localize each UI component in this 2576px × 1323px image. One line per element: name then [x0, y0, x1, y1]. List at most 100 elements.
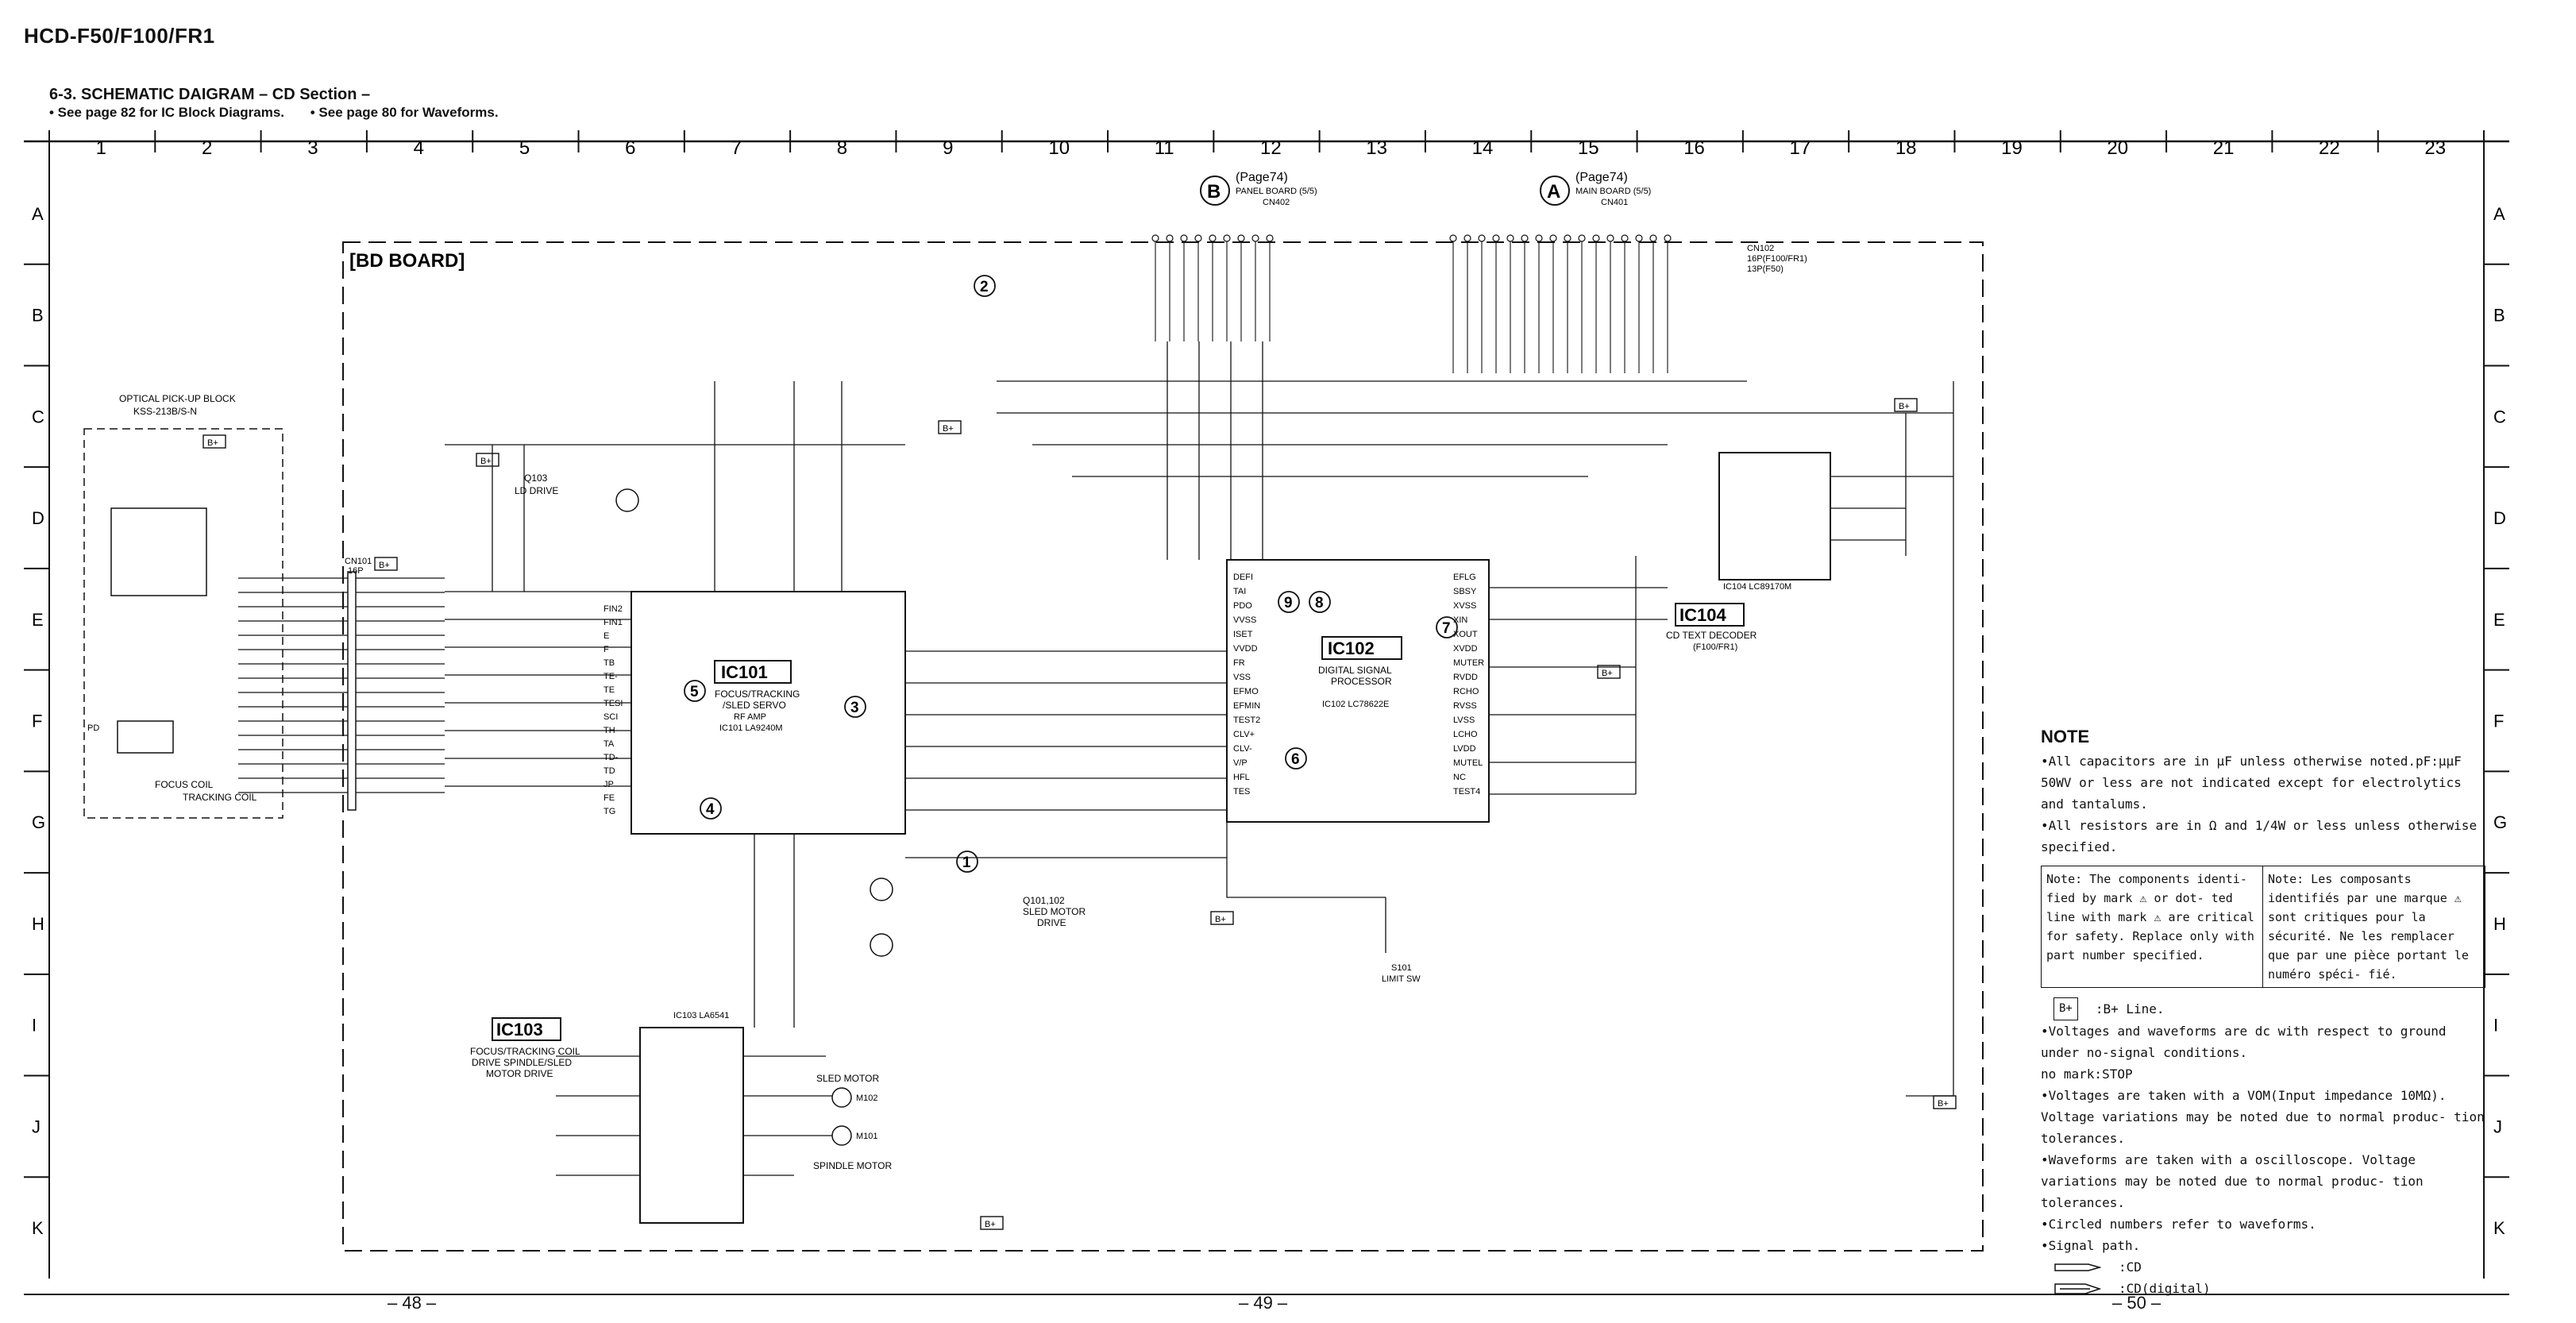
ic102-pin-labels: EFLGSBSYXVSSXINXOUTXVDDMUTERRVDDRCHORVSS… [1233, 573, 1484, 796]
main-pin [1606, 234, 1614, 242]
notes-panel: NOTE •All capacitors are in µF unless ot… [2041, 726, 2485, 1299]
ref-block-diagrams: • See page 82 for IC Block Diagrams. [49, 105, 285, 120]
row-label-E: E [2493, 610, 2505, 630]
cn101-pins: 16P [348, 566, 364, 576]
marker-circle-2 [974, 275, 996, 297]
q103-func: LD DRIVE [515, 485, 558, 496]
row-label-D: D [2493, 508, 2506, 528]
bplus-text: B+ [1215, 915, 1226, 924]
ic101-pin-label: TD- [604, 753, 619, 762]
column-label-9: 9 [943, 137, 953, 159]
main-pin [1549, 234, 1557, 242]
main-pin [1521, 234, 1529, 242]
connector-main-letter: A [1547, 181, 1560, 202]
main-pin [1635, 234, 1643, 242]
bplus-text: B+ [379, 561, 390, 570]
connector-panel-page: (Page74) [1236, 171, 1288, 184]
marker-circle-9 [1278, 591, 1300, 613]
ic103-part: IC103 LA6541 [673, 1011, 729, 1020]
panel-pin [1266, 234, 1274, 242]
signal-cd-legend: :CD [2053, 1256, 2485, 1278]
note-vom: •Voltages are taken with a VOM(Input imp… [2041, 1088, 2485, 1146]
main-pin [1463, 234, 1471, 242]
column-label-11: 11 [1155, 137, 1174, 159]
ic102-pin-label: TEST2 [1233, 716, 1260, 725]
connector-panel-cn: CN402 [1263, 198, 1290, 207]
ic101-pin-label: TH [604, 726, 615, 735]
ic104-desc1: CD TEXT DECODER [1666, 630, 1757, 641]
panel-pin [1223, 234, 1231, 242]
cd-arrow-icon [2054, 1263, 2101, 1271]
ic104-name: IC104 [1679, 605, 1726, 625]
ic101-pin-label: TE [604, 685, 615, 695]
notes-title: NOTE [2041, 727, 2090, 746]
bplus-box [938, 420, 962, 434]
column-label-14: 14 [1472, 137, 1494, 159]
q103-name: Q103 [524, 472, 548, 484]
pickup-focus-coil: FOCUS COIL [155, 779, 214, 790]
signal-cd-label: :CD [2119, 1259, 2142, 1275]
ic103-desc1: FOCUS/TRACKING COIL [470, 1046, 580, 1057]
column-label-8: 8 [837, 137, 847, 159]
ic101-pin-label: TESI [604, 699, 623, 708]
ic101-pin-label: FIN2 [604, 604, 623, 614]
marker-9: 9 [1284, 595, 1293, 611]
ic102-pin-label: VVSS [1233, 615, 1256, 625]
cn102-pins: 16P(F100/FR1) [1747, 254, 1807, 264]
bplus-box [980, 1216, 1004, 1230]
ic102-pin-label: CLV+ [1233, 730, 1255, 739]
note-no-mark: no mark:STOP [2041, 1066, 2133, 1082]
caution-english: Note: The components identi- fied by mar… [2042, 866, 2263, 987]
bplus-boxes: B+B+B+B+B+B+B+B+B+ [202, 398, 1957, 1230]
row-label-A: A [32, 204, 44, 224]
panel-pin [1194, 234, 1202, 242]
s101-name: S101 [1391, 963, 1412, 973]
ic102-pin-label: SBSY [1453, 587, 1477, 596]
q103-symbol [615, 488, 639, 512]
note-resistors: •All resistors are in Ω and 1/4W or less… [2041, 818, 2478, 854]
ic101-pin-label: E [604, 631, 609, 641]
ic101-pin-label: FIN1 [604, 618, 623, 627]
row-label-B: B [32, 306, 44, 326]
panel-pin [1251, 234, 1259, 242]
q101-func2: DRIVE [1037, 917, 1066, 928]
row-label-F: F [32, 712, 42, 731]
bplus-text: B+ [1938, 1099, 1949, 1109]
ic102-pin-label: VSS [1233, 673, 1251, 682]
marker-4: 4 [706, 801, 715, 818]
bplus-text: B+ [1602, 669, 1613, 678]
row-label-C: C [32, 407, 44, 426]
ic102-pin-label: HFL [1233, 773, 1250, 782]
panel-pin [1166, 234, 1174, 242]
bplus-box [1597, 665, 1621, 679]
ic101-pin-label: TB [604, 658, 615, 668]
bplus-box [202, 434, 226, 449]
main-pin [1564, 234, 1571, 242]
ic102-pin-label: MUTEL [1453, 758, 1483, 768]
ic102-pin-label: TAI [1233, 587, 1246, 596]
ic102-desc2: PROCESSOR [1331, 676, 1392, 687]
marker-7: 7 [1442, 620, 1451, 637]
main-pin [1449, 234, 1457, 242]
ic102-pin-label: NC [1453, 773, 1466, 782]
cn102-label: CN102 [1747, 244, 1774, 253]
ic102-pin-label: MUTER [1453, 658, 1484, 668]
top-connector-pins [1151, 234, 1672, 373]
marker-2: 2 [980, 279, 989, 295]
pickup-sensor [110, 507, 207, 596]
signal-cd-digital-legend: :CD(digital) [2053, 1278, 2485, 1299]
marker-1: 1 [962, 854, 971, 871]
page-number-50: – 50 – [2112, 1293, 2161, 1313]
bplus-text: B+ [943, 424, 954, 434]
q101-func1: SLED MOTOR [1023, 906, 1086, 917]
column-label-6: 6 [625, 137, 635, 159]
panel-pin [1237, 234, 1245, 242]
ic102-pin-label: LVDD [1453, 744, 1476, 754]
s101-func: LIMIT SW [1382, 974, 1421, 984]
marker-8: 8 [1315, 595, 1324, 611]
pickup-outline [83, 428, 283, 819]
m102-symbol [831, 1087, 852, 1108]
main-pin [1478, 234, 1486, 242]
ic102-pin-label: RVDD [1453, 673, 1478, 682]
